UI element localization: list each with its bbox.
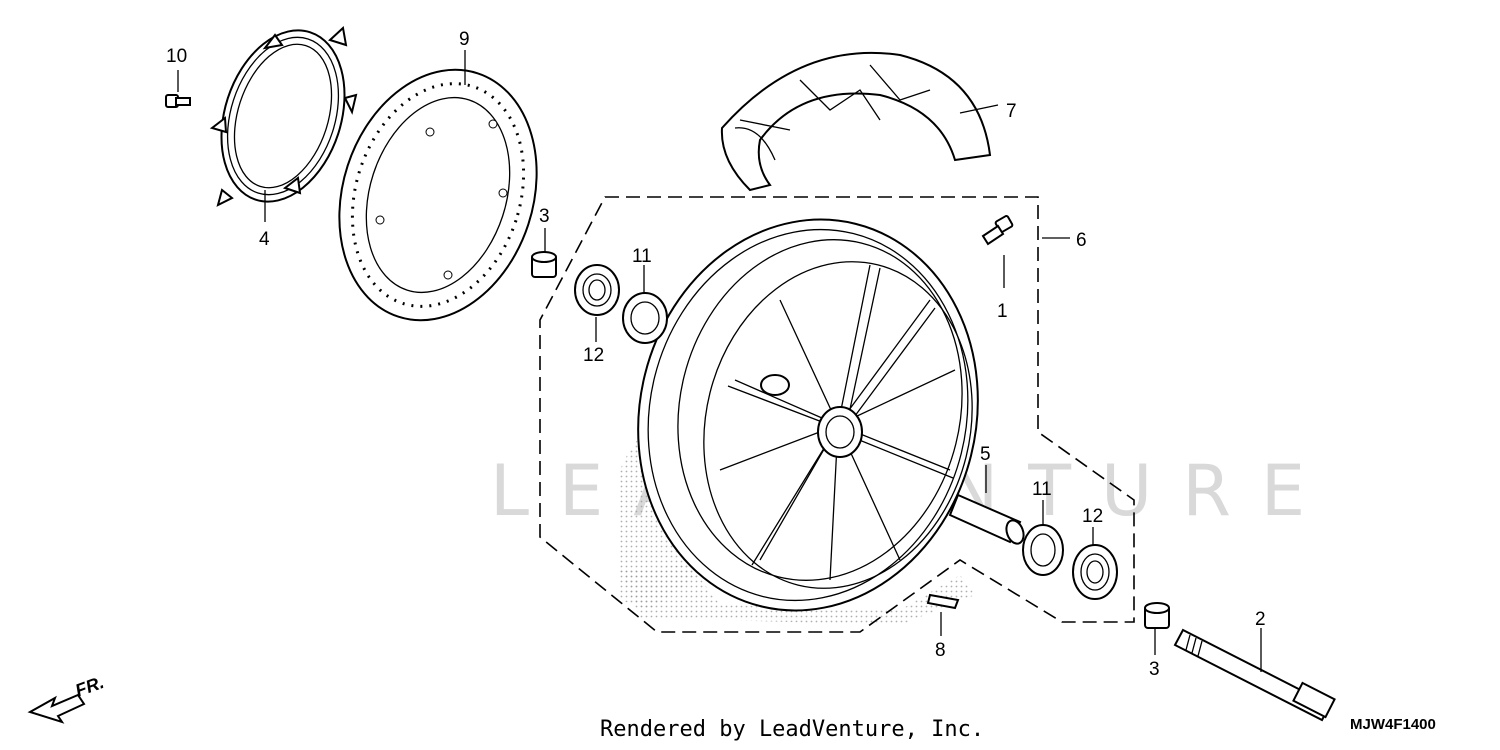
diagram-code: MJW4F1400 (1350, 716, 1436, 733)
callout-6: 6 (1076, 230, 1087, 251)
balance-weight-part-8[interactable] (926, 593, 960, 610)
pulser-ring-part-4[interactable] (201, 14, 366, 217)
bearing-part-12-right[interactable] (1072, 544, 1118, 600)
seal-part-11-left[interactable] (622, 292, 668, 344)
callouts: 10 4 9 7 6 1 3 11 12 5 11 12 8 3 2 (166, 29, 1266, 680)
callout-2: 2 (1255, 609, 1266, 630)
bearing-part-12-left[interactable] (574, 264, 620, 316)
callout-8: 8 (935, 640, 946, 661)
assembly-outline (539, 196, 1135, 633)
spacer-part-5[interactable] (948, 493, 1027, 546)
callout-5: 5 (980, 444, 991, 465)
callout-3-right: 3 (1149, 659, 1160, 680)
callout-11-left: 11 (632, 246, 652, 267)
collar-part-3-left[interactable] (531, 251, 557, 278)
tire-part-7[interactable] (720, 51, 992, 192)
brake-disc-part-9[interactable] (308, 44, 568, 346)
callout-4: 4 (259, 229, 270, 250)
collar-part-3-right[interactable] (1144, 602, 1170, 629)
callout-10: 10 (166, 46, 187, 67)
direction-label: FR. (73, 672, 107, 701)
wheel-part-6[interactable] (597, 183, 1018, 647)
callout-7: 7 (1006, 101, 1017, 122)
bolt-part-10[interactable] (165, 94, 191, 108)
valve-part-1[interactable] (981, 215, 1014, 246)
callout-11-right: 11 (1032, 479, 1052, 500)
front-direction-arrow: FR. (27, 672, 107, 724)
callout-12-left: 12 (583, 345, 604, 366)
footer-credit: Rendered by LeadVenture, Inc. (600, 717, 985, 742)
callout-12-right: 12 (1082, 506, 1103, 527)
callout-9: 9 (459, 29, 470, 50)
callout-1: 1 (997, 301, 1008, 322)
axle-part-2[interactable] (1173, 628, 1336, 722)
leader-lines (177, 50, 1262, 672)
callout-3-left: 3 (539, 206, 550, 227)
seal-part-11-right[interactable] (1022, 524, 1064, 576)
